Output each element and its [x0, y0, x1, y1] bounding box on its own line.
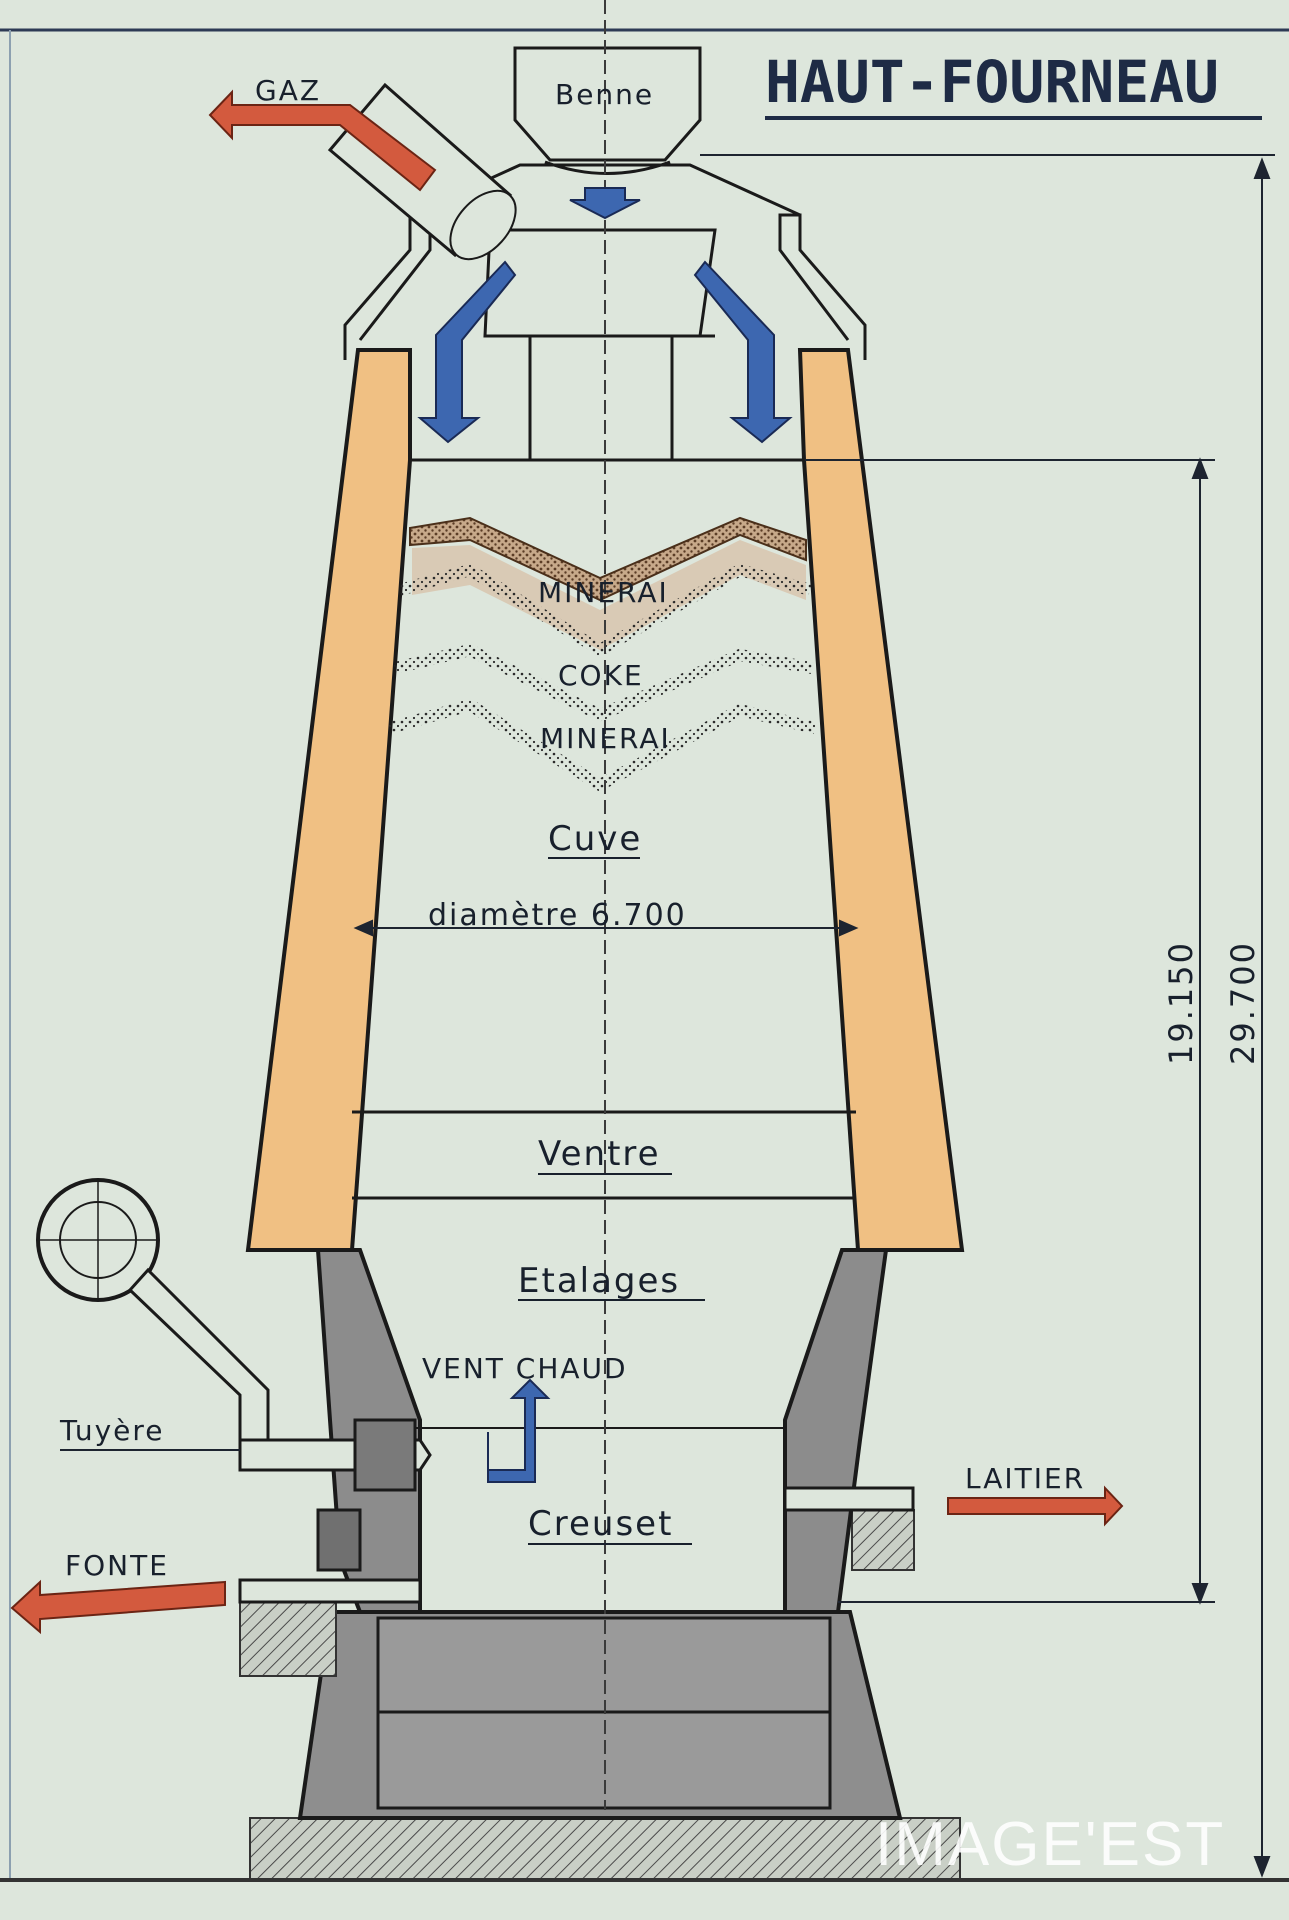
- minerai-bottom-label: MINERAI: [540, 722, 671, 755]
- left-tap-block: [239, 1599, 337, 1677]
- ground-hatching: [249, 1817, 961, 1881]
- fonte-label: FONTE: [65, 1549, 169, 1582]
- minerai-top-label: MINERAI: [538, 576, 669, 609]
- total-height-dimension: 29.700: [1224, 941, 1262, 1065]
- image-est-watermark: IMAGE'EST: [875, 1810, 1225, 1879]
- diameter-label: diamètre 6.700: [428, 898, 687, 933]
- right-slag-block: [851, 1509, 915, 1571]
- slag-notch-channel: [783, 1486, 915, 1512]
- dimension-lines: [60, 154, 1275, 1878]
- coke-label: COKE: [558, 659, 644, 692]
- base-masonry: [297, 1610, 903, 1820]
- gaz-label: GAZ: [255, 74, 321, 107]
- cuve-label: Cuve: [548, 819, 642, 859]
- vent-chaud-label: VENT CHAUD: [422, 1352, 628, 1385]
- etalages-label: Etalages: [518, 1261, 680, 1301]
- tuyere-label: Tuyère: [59, 1414, 165, 1447]
- distribution-cone: [483, 228, 717, 462]
- laitier-label: LAITIER: [965, 1462, 1085, 1495]
- page-title: HAUT-FOURNEAU: [765, 48, 1219, 116]
- ventre-label: Ventre: [538, 1134, 661, 1174]
- creuset-label: Creuset: [528, 1504, 673, 1544]
- charge-layers: [388, 516, 817, 792]
- tap-hole-channel: [238, 1578, 422, 1604]
- inner-height-dimension: 19.150: [1162, 941, 1200, 1065]
- pig-iron-arrow: [10, 1579, 226, 1635]
- hopper-benne: [513, 46, 702, 175]
- benne-label: Benne: [555, 78, 654, 111]
- gas-arrow: [208, 89, 437, 192]
- hot-blast-tuyere: [36, 1178, 432, 1492]
- charge-flow-arrows: [417, 187, 793, 1483]
- furnace-throat: [343, 163, 867, 462]
- slag-arrow: [947, 1485, 1124, 1527]
- refractory-walls: [245, 348, 965, 1252]
